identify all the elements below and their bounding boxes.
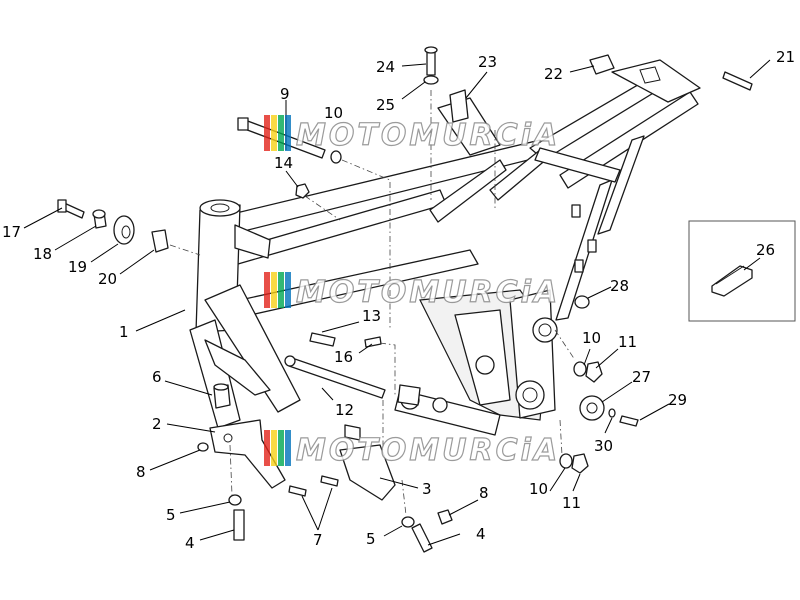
bush-28 xyxy=(574,295,590,309)
callout-22: 22 xyxy=(544,65,563,83)
bushing-19 xyxy=(113,215,135,245)
callout-10c: 10 xyxy=(324,104,343,122)
stud-7b xyxy=(320,475,339,487)
bracket-3 xyxy=(339,444,396,501)
callout-5b: 5 xyxy=(366,530,376,548)
washer-25 xyxy=(423,75,439,85)
callout-10a: 10 xyxy=(582,329,601,347)
callout-28: 28 xyxy=(610,277,629,295)
callout-18: 18 xyxy=(33,245,52,263)
callout-4a: 4 xyxy=(185,534,195,552)
callout-21: 21 xyxy=(776,48,795,66)
callout-16: 16 xyxy=(334,348,353,366)
bolt-29 xyxy=(619,415,639,427)
frame-assembly xyxy=(189,59,701,436)
bolt-4a xyxy=(233,509,245,541)
screw-24 xyxy=(426,49,436,76)
callout-2: 2 xyxy=(152,415,162,433)
watermark-text: MOTOMURCiA xyxy=(296,118,560,153)
callout-20: 20 xyxy=(98,270,117,288)
callout-24: 24 xyxy=(376,58,395,76)
watermark-text: MOTOMURCiA xyxy=(296,275,560,310)
watermark-middle: MOTOMURCiA xyxy=(264,272,560,311)
clip-20 xyxy=(151,229,169,253)
bracket-22 xyxy=(589,54,615,75)
callout-14: 14 xyxy=(274,154,293,172)
bolt-4b xyxy=(411,523,433,553)
stud-13 xyxy=(309,332,336,347)
callout-10b: 10 xyxy=(529,480,548,498)
stud-7a xyxy=(288,485,307,497)
nut-14 xyxy=(295,183,310,199)
watermark-top: MOTOMURCiA xyxy=(264,115,560,154)
clip-26 xyxy=(711,265,753,297)
callout-8a: 8 xyxy=(136,463,146,481)
callout-30: 30 xyxy=(594,437,613,455)
watermark-text: MOTOMURCiA xyxy=(296,433,560,468)
callout-27: 27 xyxy=(632,368,651,386)
callout-19: 19 xyxy=(68,258,87,276)
callout-4b: 4 xyxy=(476,525,486,543)
watermark-bottom: MOTOMURCiA xyxy=(264,430,560,469)
callout-25: 25 xyxy=(376,96,395,114)
callout-13: 13 xyxy=(362,307,381,325)
callout-7: 7 xyxy=(313,531,323,549)
callout-6: 6 xyxy=(152,368,162,386)
leader-lines xyxy=(23,59,771,546)
callout-11b: 11 xyxy=(562,494,581,512)
rail-21 xyxy=(722,71,753,91)
callout-12: 12 xyxy=(335,401,354,419)
callout-23: 23 xyxy=(478,53,497,71)
callout-9: 9 xyxy=(280,85,290,103)
callout-11a: 11 xyxy=(618,333,637,351)
callout-labels: 1 2 3 4 4 5 5 6 7 8 8 9 10 10 10 11 11 1… xyxy=(2,48,795,552)
bush-27 xyxy=(579,395,605,421)
callout-3: 3 xyxy=(422,480,432,498)
inset-panel xyxy=(688,220,796,322)
bolt-16 xyxy=(364,336,382,348)
alignment-lines xyxy=(169,90,576,516)
callout-26: 26 xyxy=(756,241,775,259)
callout-29: 29 xyxy=(668,391,687,409)
callout-17: 17 xyxy=(2,223,21,241)
callout-1: 1 xyxy=(119,323,129,341)
callout-5a: 5 xyxy=(166,506,176,524)
callout-8b: 8 xyxy=(479,484,489,502)
bracket-2 xyxy=(209,419,286,489)
post-23 xyxy=(449,89,469,123)
